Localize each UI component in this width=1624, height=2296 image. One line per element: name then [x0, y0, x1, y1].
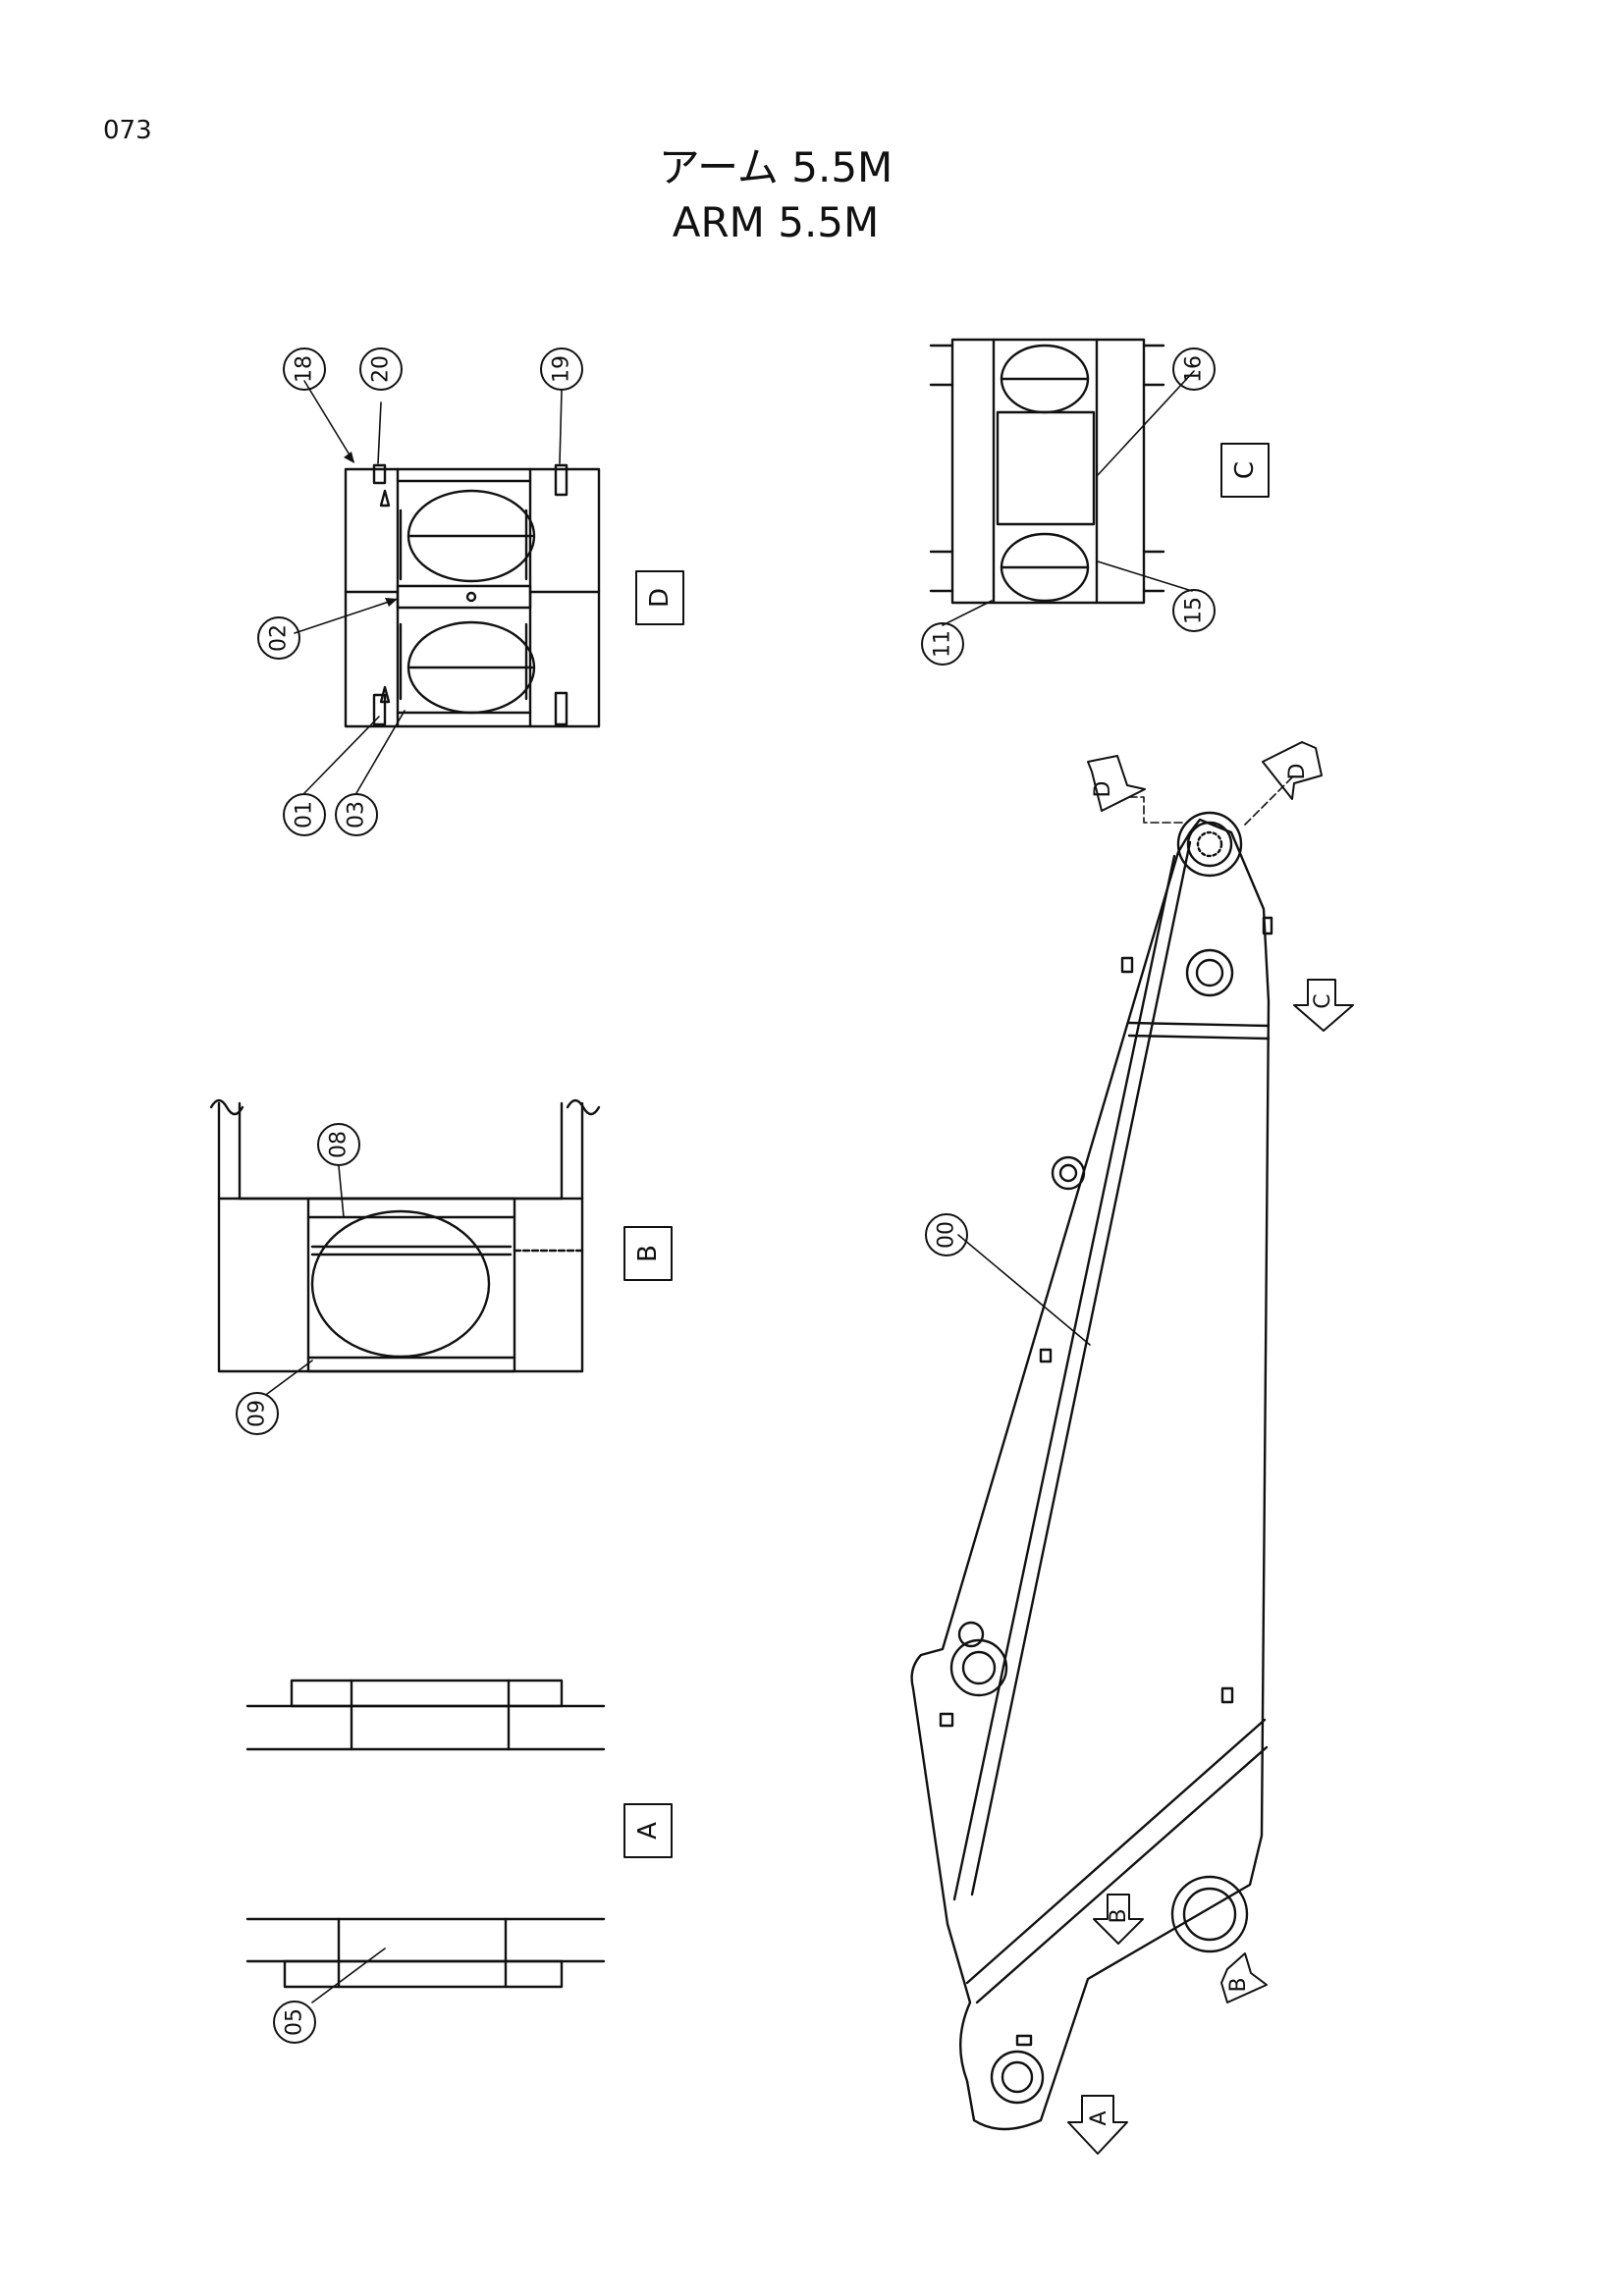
view-c	[929, 338, 1165, 605]
bore-upper	[406, 489, 536, 583]
view-b	[209, 1098, 601, 1373]
arrow-label-d-right: D	[1285, 764, 1310, 780]
balloon-19	[540, 347, 583, 391]
balloon-02	[257, 616, 300, 660]
arrow-label-b-lower: B	[1226, 1977, 1251, 1992]
view-tag-a	[623, 1803, 673, 1858]
bore-lower	[406, 620, 536, 715]
label-03: 03	[345, 801, 369, 828]
arrow-label-a: A	[1087, 2110, 1111, 2125]
balloon-05	[273, 2001, 316, 2044]
balloon-11	[921, 622, 964, 666]
title-english: ARM 5.5M	[672, 198, 880, 246]
arm-body	[910, 811, 1273, 2131]
balloon-15	[1172, 589, 1216, 632]
view-d-outline	[344, 467, 601, 728]
view-tag-c	[1220, 443, 1270, 498]
view-b-outline	[217, 1197, 584, 1373]
balloon-01	[283, 793, 326, 836]
arrow-label-d-left: D	[1091, 781, 1115, 798]
arrow-label-c: C	[1311, 993, 1335, 1008]
view-c-outline	[950, 338, 1146, 605]
balloon-09	[236, 1392, 279, 1435]
label-20: 20	[369, 355, 394, 383]
view-tag-b	[623, 1226, 673, 1281]
page-number: 073	[103, 116, 152, 145]
label-09: 09	[245, 1400, 270, 1427]
label-19: 19	[550, 355, 574, 383]
view-tag-b-label: B	[633, 1245, 663, 1262]
view-arrows	[1067, 741, 1354, 2155]
label-15: 15	[1182, 597, 1207, 624]
label-00: 00	[935, 1221, 959, 1249]
balloon-16	[1172, 347, 1216, 391]
arm-outline	[910, 818, 1271, 2131]
label-16: 16	[1182, 355, 1207, 383]
balloon-00	[925, 1213, 968, 1256]
label-05: 05	[283, 2008, 307, 2036]
arm-bottom-pin	[1170, 1875, 1249, 1953]
arrow-label-b-upper: B	[1107, 1908, 1131, 1923]
balloon-18	[283, 347, 326, 391]
balloon-03	[335, 793, 378, 836]
label-18: 18	[293, 355, 317, 383]
view-tag-c-label: C	[1230, 461, 1260, 479]
view-tag-d-label: D	[645, 588, 675, 608]
label-08: 08	[327, 1131, 352, 1158]
balloon-08	[317, 1123, 360, 1166]
label-02: 02	[267, 624, 292, 652]
view-tag-a-label: A	[633, 1822, 663, 1840]
view-a	[245, 1679, 606, 1989]
balloon-20	[359, 347, 403, 391]
view-tag-d	[635, 570, 684, 625]
label-11: 11	[931, 630, 955, 658]
view-d	[344, 463, 601, 728]
arm-top-pin	[1176, 811, 1243, 878]
title-japanese: アーム 5.5M	[658, 143, 893, 191]
label-01: 01	[293, 801, 317, 828]
